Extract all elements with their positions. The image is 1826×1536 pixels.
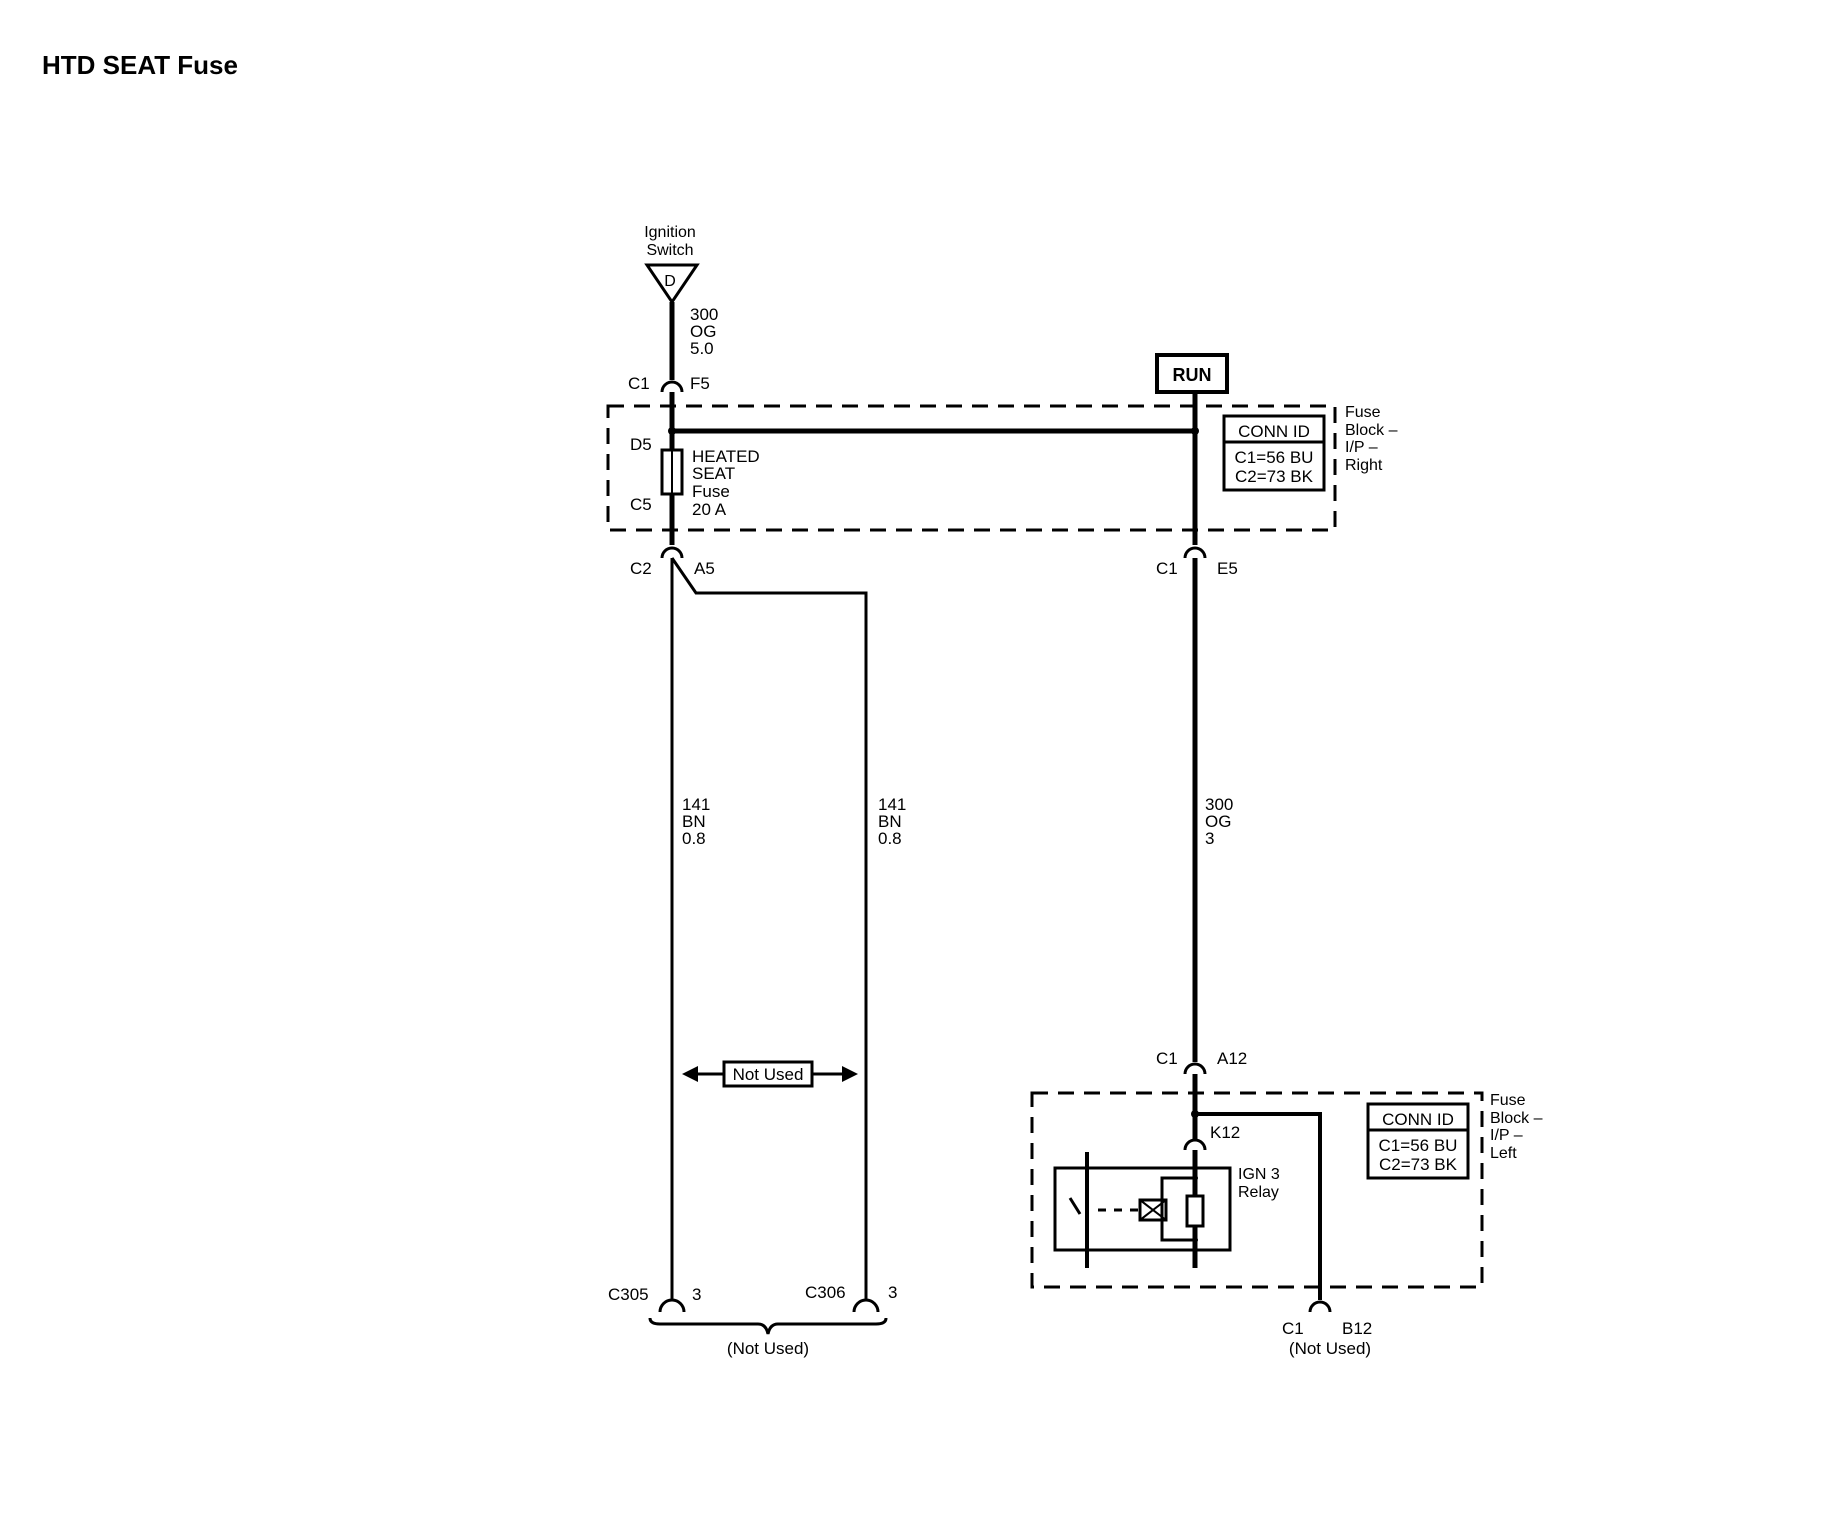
svg-text:BN: BN: [682, 812, 706, 831]
svg-text:Fuse: Fuse: [1490, 1092, 1526, 1109]
ignition-label-line2: Switch: [646, 242, 693, 259]
connector-c1-b12-icon: [1308, 1300, 1332, 1313]
splice-dot: [668, 427, 676, 435]
svg-text:OG: OG: [690, 322, 716, 341]
connector-c306-conn: C306: [805, 1283, 846, 1302]
svg-text:Left: Left: [1490, 1145, 1517, 1162]
ign3-relay: IGN 3 Relay: [1053, 1152, 1280, 1268]
conn-id-left-line2: C2=73 BK: [1379, 1155, 1458, 1174]
connector-c2-a5-conn: C2: [630, 559, 652, 578]
connector-k12-icon: [1183, 1138, 1207, 1151]
connector-c305-conn: C305: [608, 1285, 649, 1304]
svg-text:Right: Right: [1345, 457, 1383, 474]
relay-switch-contact-icon: [1068, 1197, 1082, 1215]
not-used-bottom-label: (Not Used): [727, 1339, 809, 1358]
connector-c1-b12-note: (Not Used): [1289, 1339, 1371, 1358]
svg-text:BN: BN: [878, 812, 902, 831]
svg-text:I/P –: I/P –: [1490, 1127, 1523, 1144]
svg-text:I/P –: I/P –: [1345, 439, 1378, 456]
svg-text:5.0: 5.0: [690, 339, 714, 358]
fuse-pin-bottom: C5: [630, 495, 652, 514]
conn-id-right-line2: C2=73 BK: [1235, 467, 1314, 486]
ignition-switch: Ignition Switch D: [644, 224, 700, 305]
conn-id-right-line1: C1=56 BU: [1235, 448, 1314, 467]
svg-text:0.8: 0.8: [682, 829, 706, 848]
run-label: RUN: [1173, 365, 1212, 385]
relay-resistor-icon: [1185, 1194, 1205, 1228]
fuse-pin-top: D5: [630, 435, 652, 454]
conn-id-right-title: CONN ID: [1238, 422, 1310, 441]
run-box: [1155, 353, 1229, 394]
connector-c1-a12-pin: A12: [1217, 1049, 1247, 1068]
connector-c306-icon: [852, 1298, 880, 1313]
wire-141-bn-right: [670, 557, 868, 1300]
brace-not-used: [648, 1317, 888, 1335]
svg-text:Block –: Block –: [1345, 422, 1398, 439]
fuse-block-left-name: Fuse Block – I/P – Left: [1490, 1092, 1543, 1162]
connector-c306-pin: 3: [888, 1283, 897, 1302]
connector-c1-f5-conn: C1: [628, 374, 650, 393]
connector-c2-a5-icon: [660, 546, 684, 559]
ignition-triangle-icon: [644, 263, 700, 305]
not-used-arrow: Not Used: [682, 1060, 858, 1088]
not-used-arrow-label: Not Used: [733, 1065, 804, 1084]
connector-c1-a12-conn: C1: [1156, 1049, 1178, 1068]
page-title: HTD SEAT Fuse: [42, 50, 238, 80]
connector-c1-b12-pin: B12: [1342, 1319, 1372, 1338]
fuse-block-right-outline: [606, 404, 1337, 532]
conn-id-box-right: CONN ID C1=56 BU C2=73 BK: [1222, 414, 1326, 492]
wire-label-300-top: 300 OG 5.0: [690, 305, 718, 358]
conn-id-box-left: CONN ID C1=56 BU C2=73 BK: [1366, 1102, 1470, 1180]
svg-text:300: 300: [1205, 795, 1233, 814]
connector-c2-a5-pin: A5: [694, 559, 715, 578]
ignition-terminal: D: [664, 273, 676, 290]
connector-c305-pin: 3: [692, 1285, 701, 1304]
conn-id-left-line1: C1=56 BU: [1379, 1136, 1458, 1155]
wire-label-141-left: 141 BN 0.8: [682, 795, 710, 848]
wire-label-300-mid: 300 OG 3: [1205, 795, 1233, 848]
connector-c1-e5-icon: [1183, 546, 1207, 559]
ignition-label-line1: Ignition: [644, 224, 696, 241]
svg-text:300: 300: [690, 305, 718, 324]
svg-text:141: 141: [878, 795, 906, 814]
svg-text:SEAT: SEAT: [692, 464, 735, 483]
fuse-block-left-outline: [1030, 1091, 1484, 1289]
wire-label-141-right: 141 BN 0.8: [878, 795, 906, 848]
relay-label-line1: IGN 3: [1238, 1166, 1280, 1183]
connector-c1-e5-pin: E5: [1217, 559, 1238, 578]
svg-text:20 A: 20 A: [692, 500, 727, 519]
fuse-block-right-name: Fuse Block – I/P – Right: [1345, 404, 1398, 474]
connector-c1-f5-icon: [660, 380, 684, 393]
relay-outline: [1053, 1166, 1232, 1252]
splice-dot: [1191, 1110, 1199, 1118]
connector-k12-pin: K12: [1210, 1123, 1240, 1142]
svg-text:0.8: 0.8: [878, 829, 902, 848]
svg-text:Fuse: Fuse: [1345, 404, 1381, 421]
connector-c1-e5-conn: C1: [1156, 559, 1178, 578]
svg-text:Block –: Block –: [1490, 1110, 1543, 1127]
svg-text:OG: OG: [1205, 812, 1231, 831]
wire-to-b12: [1195, 1112, 1322, 1300]
relay-label-line2: Relay: [1238, 1184, 1279, 1201]
fuse-label: HEATED SEAT Fuse 20 A: [692, 447, 760, 519]
connector-c1-b12-conn: C1: [1282, 1319, 1304, 1338]
svg-text:141: 141: [682, 795, 710, 814]
connector-c1-f5-pin: F5: [690, 374, 710, 393]
svg-text:HEATED: HEATED: [692, 447, 760, 466]
connector-c305-icon: [658, 1298, 686, 1313]
conn-id-left-title: CONN ID: [1382, 1110, 1454, 1129]
svg-text:Fuse: Fuse: [692, 482, 730, 501]
svg-text:3: 3: [1205, 829, 1214, 848]
connector-c1-a12-icon: [1183, 1062, 1207, 1075]
